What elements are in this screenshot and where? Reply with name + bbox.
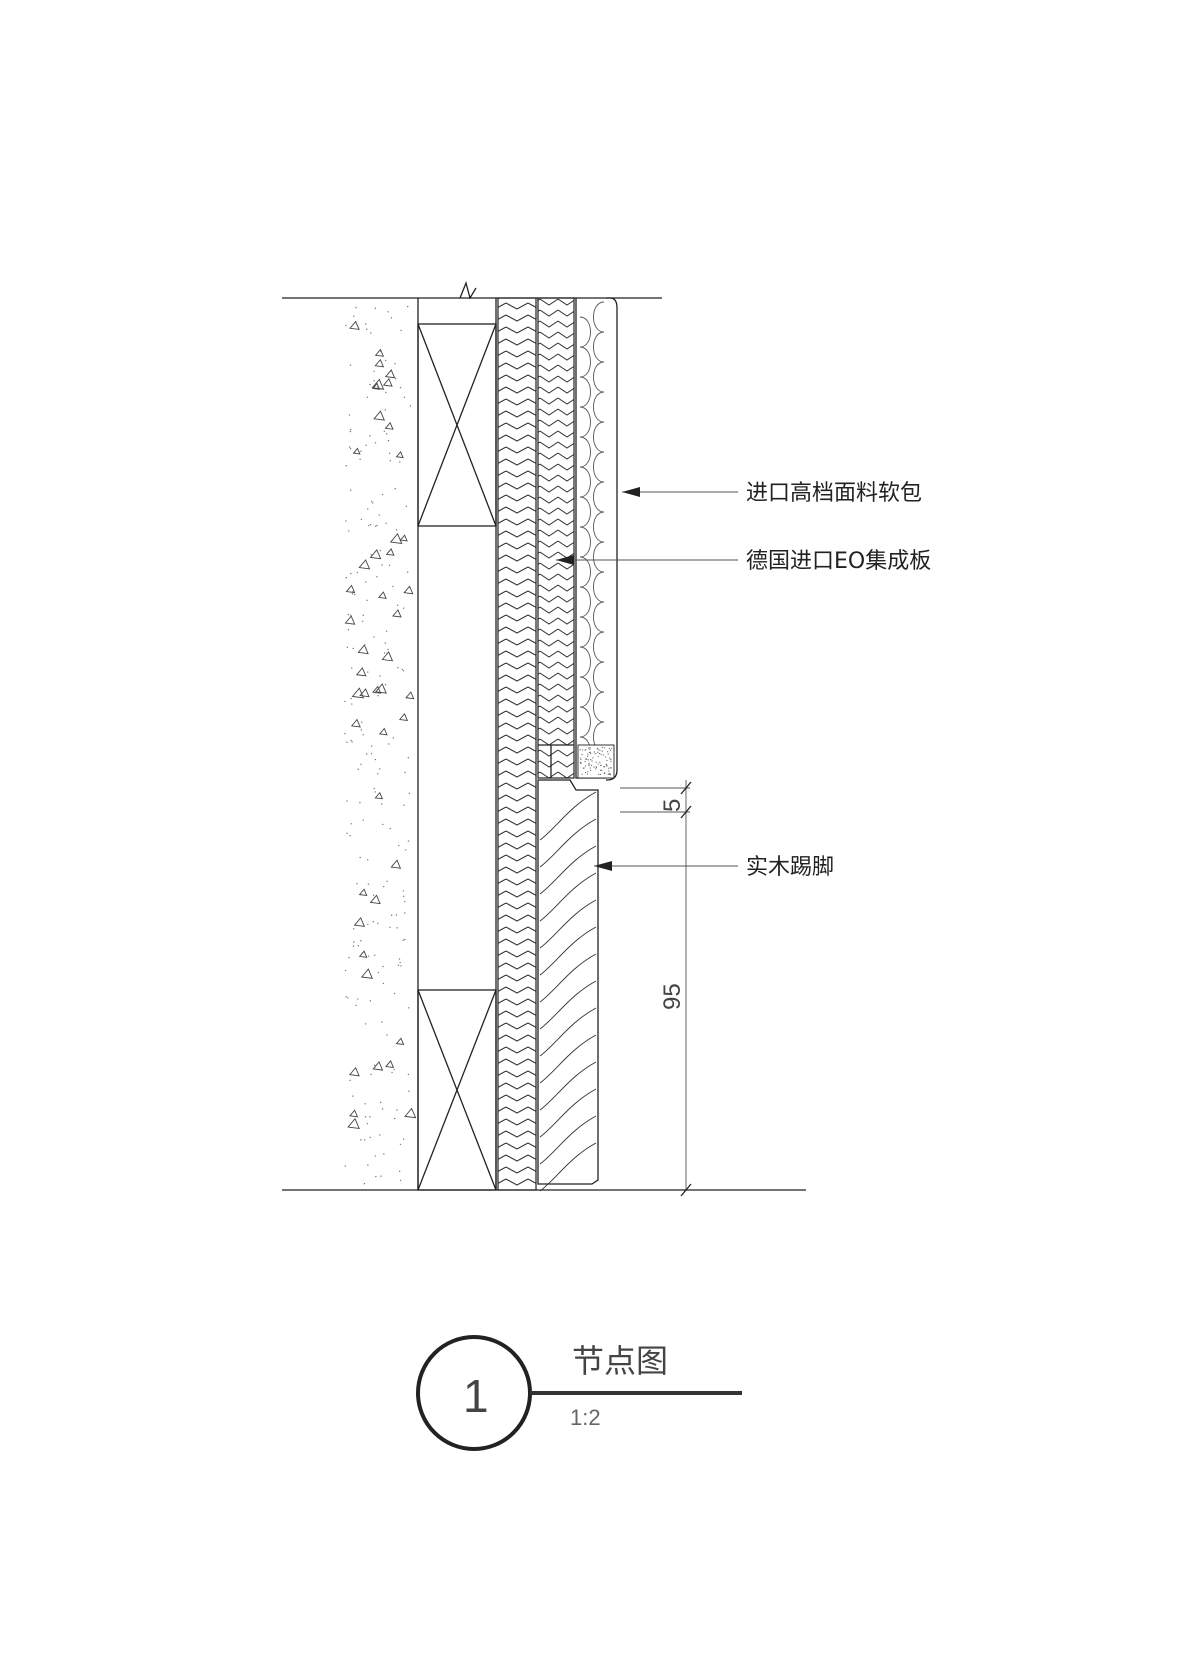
break-mark [459, 280, 477, 300]
leader-board [556, 555, 738, 565]
title-name: 节点图 [572, 1342, 668, 1380]
label-board: 德国进口EO集成板 [746, 549, 931, 574]
dim-gap: 5 [659, 799, 686, 812]
base-board-layer [497, 297, 537, 1191]
fabric-filler [577, 744, 615, 779]
leader-skirting [594, 861, 738, 871]
title-block [416, 1335, 742, 1451]
label-skirting: 实木踢脚 [746, 855, 834, 880]
timber-batten-bottom [417, 989, 497, 1191]
title-number: 1 [463, 1370, 489, 1422]
fabric-panel [575, 297, 618, 781]
leader-fabric [622, 487, 738, 497]
label-fabric: 进口高档面料软包 [746, 481, 922, 506]
eo-board-layer [537, 297, 575, 779]
timber-batten-top [417, 323, 497, 527]
wood-skirting [537, 779, 599, 1192]
concrete-wall [344, 305, 417, 1185]
dim-height: 95 [659, 983, 686, 1010]
title-scale: 1:2 [570, 1405, 601, 1430]
dimension-chain [620, 780, 692, 1197]
